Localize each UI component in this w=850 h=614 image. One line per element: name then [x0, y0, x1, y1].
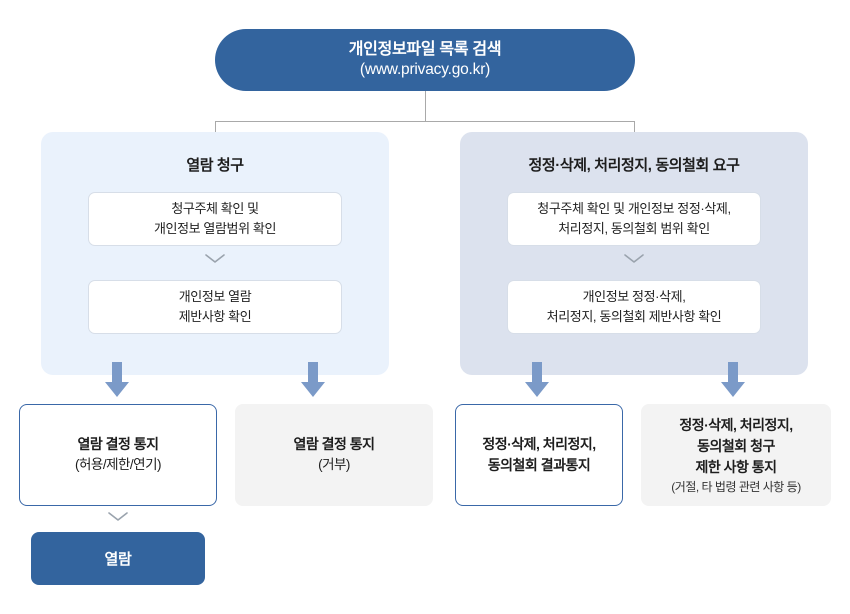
branch-heading-correction-request: 정정·삭제, 처리정지, 동의철회 요구: [528, 157, 740, 174]
step-box-correction-2-line1: 개인정보 정정·삭제,: [582, 288, 686, 304]
outcome-view-refuse-line2: (거부): [318, 457, 350, 473]
outcome-box-view-refuse: 열람 결정 통지 (거부): [235, 404, 433, 506]
arrow-down-icon-view-refuse: [300, 362, 326, 398]
outcome-view-refuse-line1: 열람 결정 통지: [293, 436, 375, 453]
arrow-down-icon-correction-result: [524, 362, 550, 398]
outcome-correction-limit-line3: 제한 사항 통지: [695, 458, 777, 475]
connector-banner-down: [425, 91, 426, 122]
connector-horizontal-split: [215, 121, 635, 122]
step-box-correction-2-line2: 처리정지, 동의철회 제반사항 확인: [546, 309, 722, 324]
step-box-view-1: 청구주체 확인 및 개인정보 열람범위 확인: [88, 192, 342, 246]
outcome-correction-limit-line2: 동의철회 청구: [697, 437, 775, 454]
step-box-view-2-line2: 제반사항 확인: [178, 309, 252, 324]
step-box-correction-1-line1: 청구주체 확인 및 개인정보 정정·삭제,: [537, 200, 731, 216]
connector-to-right-panel: [634, 121, 635, 133]
outcome-correction-limit-line1: 정정·삭제, 처리정지,: [679, 416, 793, 433]
outcome-correction-limit-line4: (거절, 타 법령 관련 사항 등): [671, 479, 801, 494]
step-box-correction-1-line2: 처리정지, 동의철회 범위 확인: [558, 221, 710, 236]
outcome-view-allow-line2: (허용/제한/연기): [74, 457, 162, 473]
arrow-down-icon-view-allow: [104, 362, 130, 398]
final-node-label: 열람: [104, 551, 132, 568]
outcome-box-correction-limit: 정정·삭제, 처리정지, 동의철회 청구 제한 사항 통지 (거절, 타 법령 …: [641, 404, 831, 506]
step-box-view-2-line1: 개인정보 열람: [178, 288, 252, 304]
outcome-correction-result-line2: 동의철회 결과통지: [487, 457, 591, 473]
banner-title-line1: 개인정보파일 목록 검색: [348, 40, 502, 58]
step-box-view-2: 개인정보 열람 제반사항 확인: [88, 280, 342, 334]
chevron-down-icon: [107, 511, 129, 522]
outcome-view-allow-line1: 열람 결정 통지: [77, 436, 159, 453]
chevron-down-icon: [204, 253, 226, 264]
search-banner: 개인정보파일 목록 검색 (www.privacy.go.kr): [215, 29, 635, 91]
outcome-box-correction-result: 정정·삭제, 처리정지, 동의철회 결과통지: [455, 404, 623, 506]
outcome-box-view-allow: 열람 결정 통지 (허용/제한/연기): [19, 404, 217, 506]
connector-to-left-panel: [215, 121, 216, 133]
step-box-view-1-line2: 개인정보 열람범위 확인: [153, 221, 277, 236]
outcome-correction-result-line1: 정정·삭제, 처리정지,: [482, 436, 596, 452]
branch-panel-view-request: 열람 청구 청구주체 확인 및 개인정보 열람범위 확인 개인정보 열람 제반사…: [41, 132, 389, 375]
banner-url-line2: (www.privacy.go.kr): [359, 61, 491, 79]
arrow-down-icon-correction-limit: [720, 362, 746, 398]
step-box-view-1-line1: 청구주체 확인 및: [171, 200, 259, 216]
final-node-view: 열람: [31, 532, 205, 585]
chevron-down-icon: [623, 253, 645, 264]
step-box-correction-2: 개인정보 정정·삭제, 처리정지, 동의철회 제반사항 확인: [507, 280, 761, 334]
branch-heading-view-request: 열람 청구: [186, 157, 244, 174]
step-box-correction-1: 청구주체 확인 및 개인정보 정정·삭제, 처리정지, 동의철회 범위 확인: [507, 192, 761, 246]
branch-panel-correction-request: 정정·삭제, 처리정지, 동의철회 요구 청구주체 확인 및 개인정보 정정·삭…: [460, 132, 808, 375]
